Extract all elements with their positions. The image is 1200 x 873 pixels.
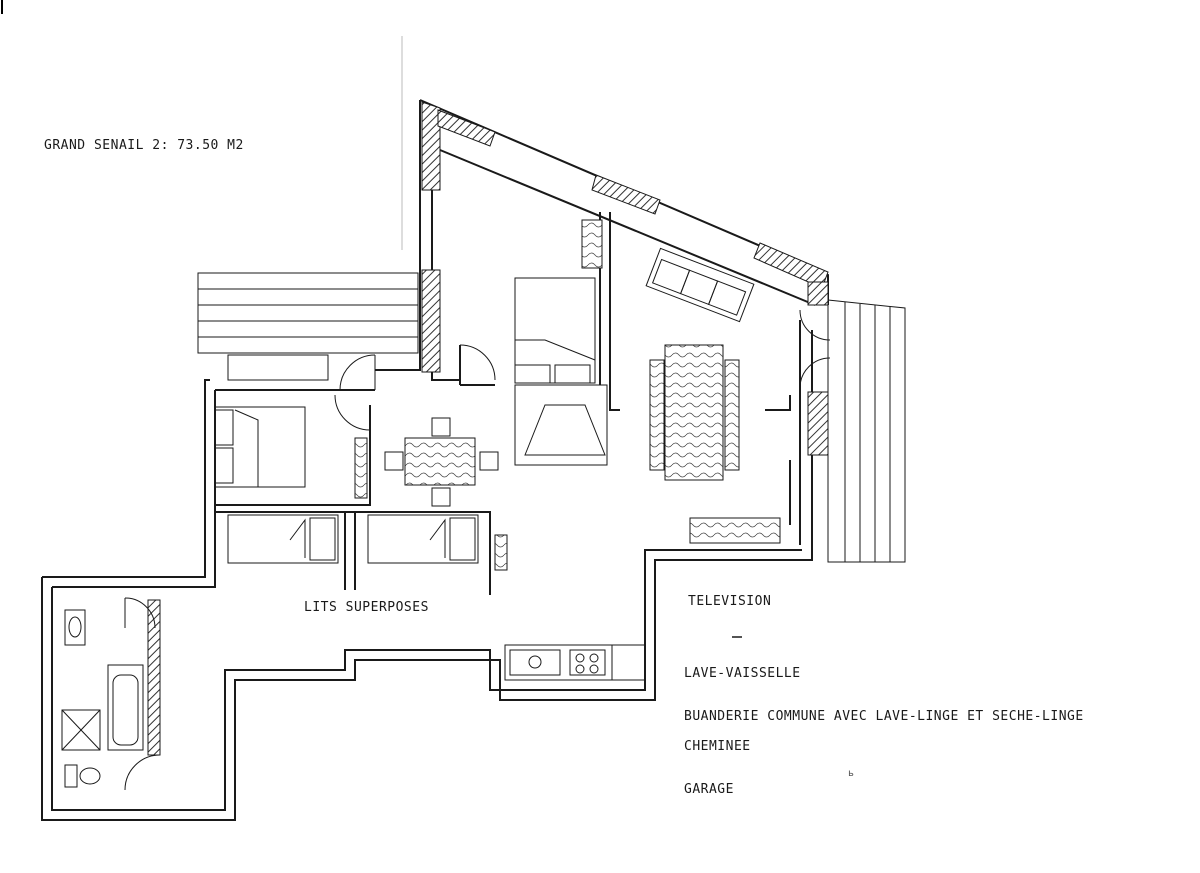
bathroom-fixtures bbox=[61, 609, 144, 788]
legend-dishwasher: LAVE-VAISSELLE bbox=[684, 666, 801, 681]
fireplace bbox=[514, 384, 608, 466]
bunk-bed-2 bbox=[367, 514, 479, 564]
balcony-right bbox=[827, 299, 906, 563]
legend-fireplace: CHEMINEE bbox=[684, 739, 751, 754]
legend-television: TELEVISION bbox=[688, 594, 772, 609]
balcony-left bbox=[197, 272, 419, 381]
stone-wall-sections bbox=[147, 101, 829, 756]
kitchen-table bbox=[384, 417, 499, 507]
plan-title: GRAND SENAIL 2: 73.50 M2 bbox=[44, 138, 244, 153]
legend-laundry: BUANDERIE COMMUNE AVEC LAVE-LINGE ET SEC… bbox=[684, 709, 1084, 724]
door-swings bbox=[124, 309, 831, 791]
wardrobe-bunk bbox=[494, 534, 508, 571]
scribble-mark: ь bbox=[848, 768, 854, 779]
double-bed-upper bbox=[514, 277, 596, 384]
kitchen-counter bbox=[504, 644, 646, 681]
wardrobe-upper bbox=[581, 219, 603, 269]
double-bed-lower bbox=[214, 406, 306, 488]
room-label-bunk-beds: LITS SUPERPOSES bbox=[304, 600, 429, 615]
sofa bbox=[645, 247, 755, 323]
dining-table-living bbox=[649, 344, 740, 481]
legend-garage: GARAGE bbox=[684, 782, 734, 797]
bunk-bed-1 bbox=[227, 514, 339, 564]
shelf-kitchen bbox=[354, 437, 368, 499]
tv-unit bbox=[689, 517, 781, 544]
